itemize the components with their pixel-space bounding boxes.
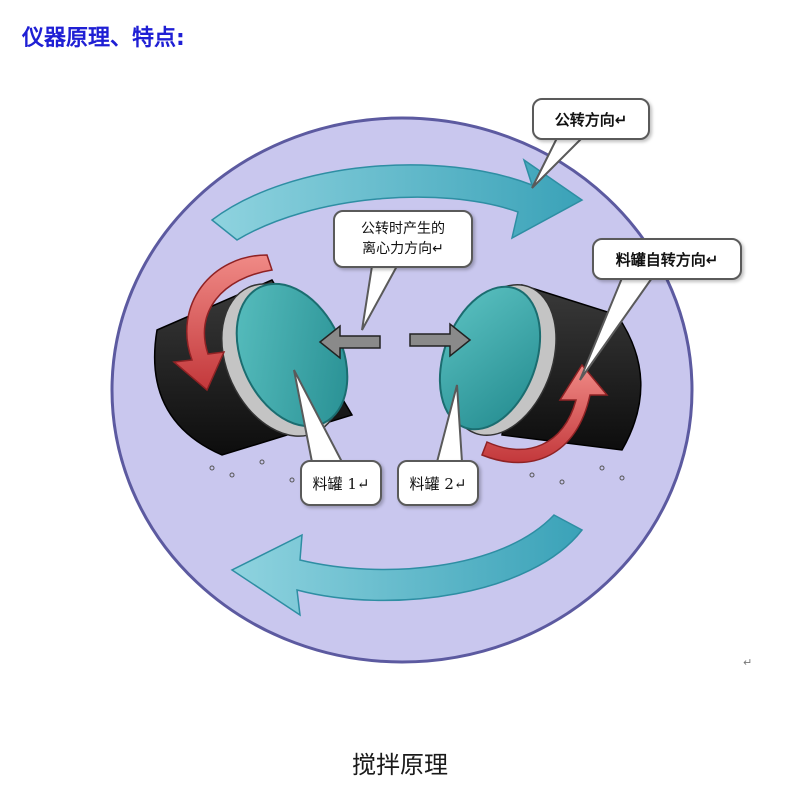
page-heading: 仪器原理、特点: bbox=[22, 26, 185, 51]
rotation-arrow-jar2-icon bbox=[481, 363, 609, 464]
callout-centrifugal-line1: 公转时产生的 bbox=[361, 221, 445, 237]
callout-jar-rotation: 料罐自转方向↵ bbox=[592, 238, 742, 280]
diagram-caption: 搅拌原理 bbox=[352, 751, 448, 779]
centrifugal-arrow-right-icon bbox=[409, 322, 472, 358]
rotation-arrow-jar1-icon bbox=[172, 254, 273, 392]
decorative-dots bbox=[209, 459, 625, 485]
callout-jar1-text: 料罐 1↵ bbox=[312, 474, 370, 493]
revolution-arrow-bottom-icon bbox=[230, 514, 584, 617]
callout-centrifugal-force: 公转时产生的 离心力方向↵ bbox=[333, 210, 473, 268]
callout-rotation-text: 料罐自转方向↵ bbox=[615, 250, 719, 269]
callout-centrifugal-line2: 离心力方向↵ bbox=[362, 241, 444, 257]
jar-2 bbox=[438, 283, 642, 451]
diagram-drawing bbox=[110, 116, 694, 664]
return-mark: ↵ bbox=[743, 656, 753, 669]
callout-jar2-text: 料罐 2↵ bbox=[409, 474, 467, 493]
callout-revolution-direction: 公转方向↵ bbox=[532, 98, 650, 140]
callout-jar-1: 料罐 1↵ bbox=[300, 460, 382, 506]
revolution-arrow-top-icon bbox=[210, 158, 584, 241]
centrifugal-arrow-left-icon bbox=[318, 324, 381, 360]
mixing-diagram: 公转方向↵ 公转时产生的 离心力方向↵ 料罐自转方向↵ 料罐 1↵ 料罐 2↵ … bbox=[62, 90, 752, 669]
callout-jar-2: 料罐 2↵ bbox=[397, 460, 479, 506]
callout-revolution-text: 公转方向↵ bbox=[554, 110, 628, 129]
